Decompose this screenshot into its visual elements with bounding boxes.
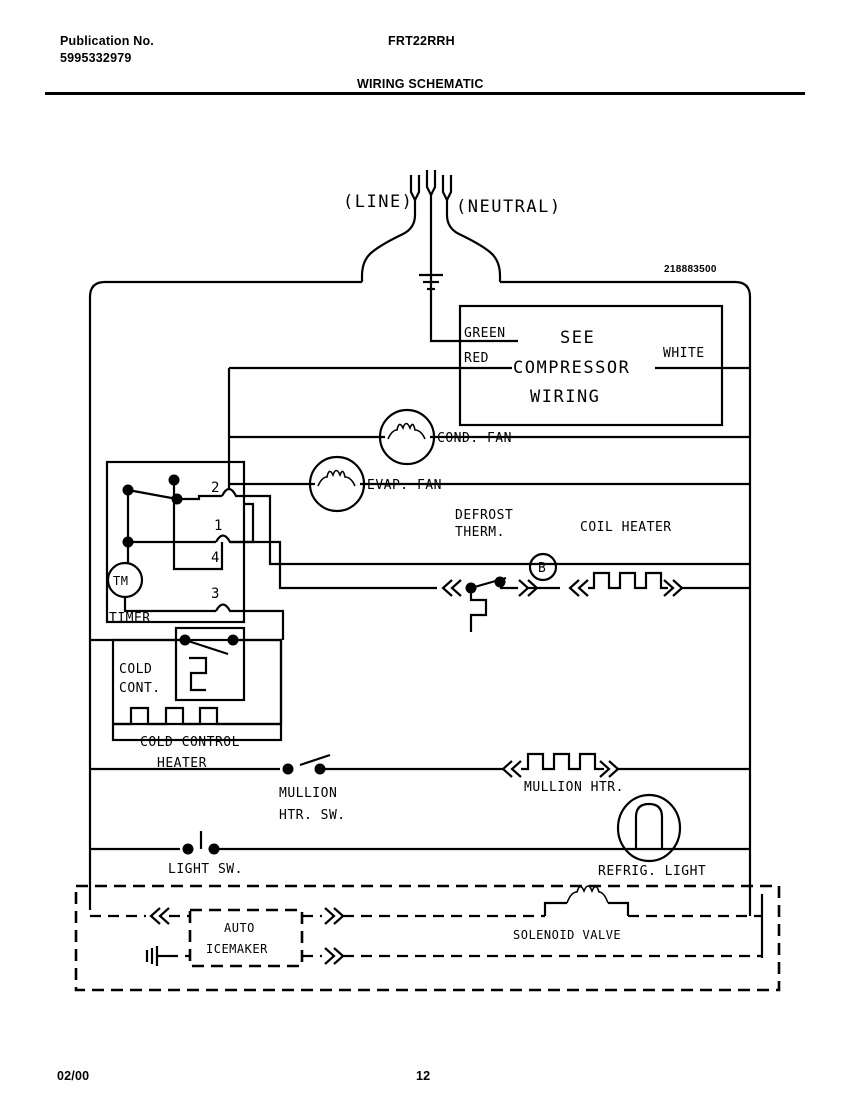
cold-control-heater-label-line2: HEATER bbox=[157, 756, 207, 771]
neutral-label: (NEUTRAL) bbox=[456, 197, 562, 217]
main-circuit-loop bbox=[88, 280, 752, 886]
connector-chevron-left-defrost bbox=[441, 579, 462, 597]
wiring-schematic-drawing: (LINE) (NEUTRAL) SEE COM bbox=[74, 170, 781, 992]
cold-control-assembly: COLD CONT. COLD CONTROL HEATER bbox=[90, 626, 283, 771]
defrost-therm-bulb bbox=[469, 588, 488, 632]
mullion-heater-branch: MULLION HTR. SW. MULLION HTR. bbox=[90, 752, 750, 823]
timer-terminal-1-label: 1 bbox=[214, 518, 222, 534]
evap-fan-label: EVAP. FAN bbox=[367, 478, 442, 493]
footer-date: 02/00 bbox=[57, 1069, 90, 1083]
cold-control-heater-element bbox=[113, 706, 281, 726]
timer-terminal-3-label: 3 bbox=[211, 586, 219, 602]
left-bus-rail bbox=[88, 280, 362, 886]
icemaker-section: AUTO ICEMAKER SOLENOID VALVE bbox=[74, 884, 781, 992]
refrig-light-label: REFRIG. LIGHT bbox=[598, 864, 706, 879]
mullion-heater-element bbox=[521, 752, 604, 771]
green-lead-wire bbox=[429, 275, 518, 343]
refrig-lamp-filament bbox=[634, 802, 664, 849]
cond-fan-label: COND. FAN bbox=[437, 431, 512, 446]
power-supply-cord: (LINE) (NEUTRAL) bbox=[343, 170, 562, 291]
header-divider bbox=[45, 92, 805, 95]
timer-t1-run bbox=[230, 540, 288, 590]
condenser-fan-branch: COND. FAN bbox=[229, 408, 750, 466]
timer-t3-lead-in bbox=[123, 597, 216, 613]
connector-chevron-left-mullion bbox=[501, 760, 522, 778]
evaporator-fan-branch: EVAP. FAN bbox=[229, 455, 750, 513]
evap-fan-motor-symbol bbox=[308, 455, 366, 513]
mullion-htr-sw-label-line1: MULLION bbox=[279, 786, 337, 801]
bimetal-marker-label: B bbox=[538, 561, 546, 576]
line-conductor bbox=[360, 200, 417, 282]
neutral-conductor bbox=[445, 200, 502, 282]
timer-t2-run bbox=[221, 487, 750, 566]
coil-heater-element bbox=[588, 571, 668, 590]
refrigerator-light-branch: LIGHT SW. REFRIG. LIGHT bbox=[90, 793, 750, 879]
compressor-box-line2: COMPRESSOR bbox=[513, 358, 630, 378]
auto-icemaker-label-line2: ICEMAKER bbox=[206, 942, 268, 956]
cold-control-sensor-glyph bbox=[189, 656, 208, 692]
connector-chevron-left-icemaker bbox=[149, 907, 170, 925]
white-lead-label: WHITE bbox=[663, 346, 705, 361]
auto-icemaker-box bbox=[188, 908, 304, 968]
connector-chevron-left-coilheater bbox=[568, 579, 589, 597]
cond-fan-coil-glyph bbox=[387, 422, 426, 440]
plug-prong-ground bbox=[425, 170, 437, 198]
solenoid-lead-right bbox=[608, 901, 630, 916]
cold-cont-label-line1: COLD bbox=[119, 662, 152, 677]
cold-control-heater-label-line1: COLD CONTROL bbox=[140, 735, 240, 750]
timer-t2-lead-in bbox=[177, 494, 222, 501]
footer-page-number: 12 bbox=[416, 1069, 431, 1083]
cold-control-switch-box bbox=[174, 626, 246, 702]
bimetal-marker-circle bbox=[528, 552, 558, 582]
connector-chevron-out-lower bbox=[324, 947, 345, 965]
solenoid-valve-label: SOLENOID VALVE bbox=[513, 928, 621, 942]
light-sw-contact-left bbox=[182, 843, 194, 855]
compressor-box-line3: WIRING bbox=[530, 387, 600, 407]
icemaker-ground-symbol bbox=[145, 946, 167, 966]
light-sw-label: LIGHT SW. bbox=[168, 862, 243, 877]
coil-heater-label: COIL HEATER bbox=[580, 520, 672, 535]
timer-t4-tie bbox=[172, 538, 224, 571]
icemaker-enclosure-outline bbox=[74, 884, 781, 992]
timer-t3-run bbox=[215, 603, 285, 640]
publication-label: Publication No. bbox=[60, 34, 154, 48]
refrig-lamp-envelope bbox=[616, 793, 682, 863]
green-lead-label: GREEN bbox=[464, 326, 506, 341]
timer-motor-label: TM bbox=[113, 574, 128, 588]
mullion-sw-blade bbox=[299, 753, 331, 767]
defrost-therm-label-line2: THERM. bbox=[455, 525, 505, 540]
mullion-htr-sw-label-line2: HTR. SW. bbox=[279, 808, 346, 823]
line-label: (LINE) bbox=[343, 192, 413, 212]
timer-label: TIMER bbox=[109, 611, 151, 626]
mullion-htr-label: MULLION HTR. bbox=[524, 780, 624, 795]
timer-switch-blade bbox=[127, 488, 178, 501]
page-title: WIRING SCHEMATIC bbox=[357, 77, 484, 91]
compressor-wiring-box: SEE COMPRESSOR WIRING GREEN RED WHITE bbox=[229, 275, 750, 427]
defrost-therm-blade bbox=[470, 576, 507, 590]
cold-control-blade bbox=[184, 638, 229, 656]
cold-cont-label-line2: CONT. bbox=[119, 681, 161, 696]
evap-fan-coil-glyph bbox=[317, 469, 356, 487]
timer-terminal-2-label: 2 bbox=[211, 480, 219, 496]
red-lead-label: RED bbox=[464, 351, 489, 366]
cond-fan-motor-symbol bbox=[378, 408, 436, 466]
schematic-part-number: 218883500 bbox=[664, 264, 717, 275]
compressor-box-outline bbox=[458, 304, 724, 427]
model-number: FRT22RRH bbox=[388, 34, 455, 48]
timer-terminal-4-label: 4 bbox=[211, 550, 219, 566]
right-bus-rail bbox=[500, 280, 752, 886]
mullion-sw-contact-left bbox=[282, 763, 294, 775]
auto-icemaker-label-line1: AUTO bbox=[224, 921, 255, 935]
solenoid-coil-glyph bbox=[566, 885, 609, 904]
defrost-therm-label-line1: DEFROST bbox=[455, 508, 513, 523]
compressor-box-line1: SEE bbox=[560, 328, 595, 348]
connector-chevron-out-upper bbox=[324, 907, 345, 925]
plug-prong-neutral bbox=[441, 175, 453, 203]
publication-number: 5995332979 bbox=[60, 51, 132, 65]
solenoid-lead-left bbox=[543, 901, 567, 916]
defrost-heater-branch: DEFROST THERM. B COIL HEATER bbox=[288, 508, 750, 632]
timer-assembly: TIMER TM 2 1 4 3 bbox=[105, 460, 750, 640]
